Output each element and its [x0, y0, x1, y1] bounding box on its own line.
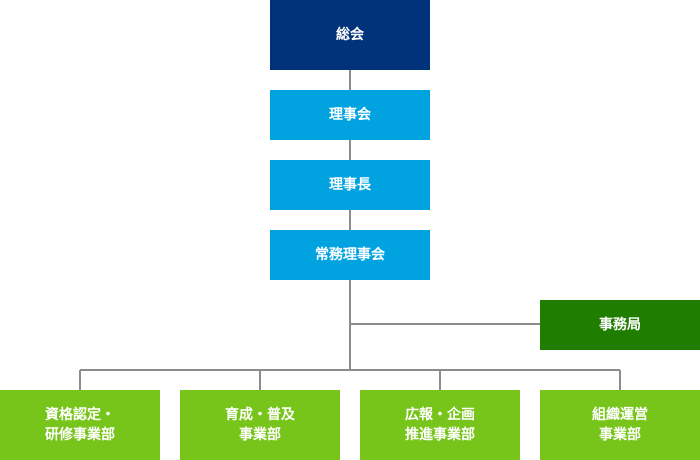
node-dept-organization-management: 組織運営 事業部	[540, 390, 700, 460]
node-dept-pr-planning-label: 広報・企画 推進事業部	[405, 407, 475, 443]
node-board: 理事会	[270, 90, 430, 140]
node-general-assembly-label: 総会	[336, 27, 364, 43]
node-board-label: 理事会	[329, 107, 371, 123]
node-dept-development-outreach-label: 育成・普及 事業部	[225, 407, 295, 443]
node-dept-pr-planning: 広報・企画 推進事業部	[360, 390, 520, 460]
node-dept-certification-training-label: 資格認定・ 研修事業部	[45, 407, 115, 443]
node-general-assembly: 総会	[270, 0, 430, 70]
node-executive-board-label: 常務理事会	[315, 247, 385, 263]
node-secretariat: 事務局	[540, 300, 700, 350]
node-secretariat-label: 事務局	[599, 317, 641, 333]
node-chairman: 理事長	[270, 160, 430, 210]
node-dept-organization-management-label: 組織運営 事業部	[592, 407, 648, 443]
node-dept-certification-training: 資格認定・ 研修事業部	[0, 390, 160, 460]
node-executive-board: 常務理事会	[270, 230, 430, 280]
node-dept-development-outreach: 育成・普及 事業部	[180, 390, 340, 460]
node-chairman-label: 理事長	[329, 177, 371, 193]
